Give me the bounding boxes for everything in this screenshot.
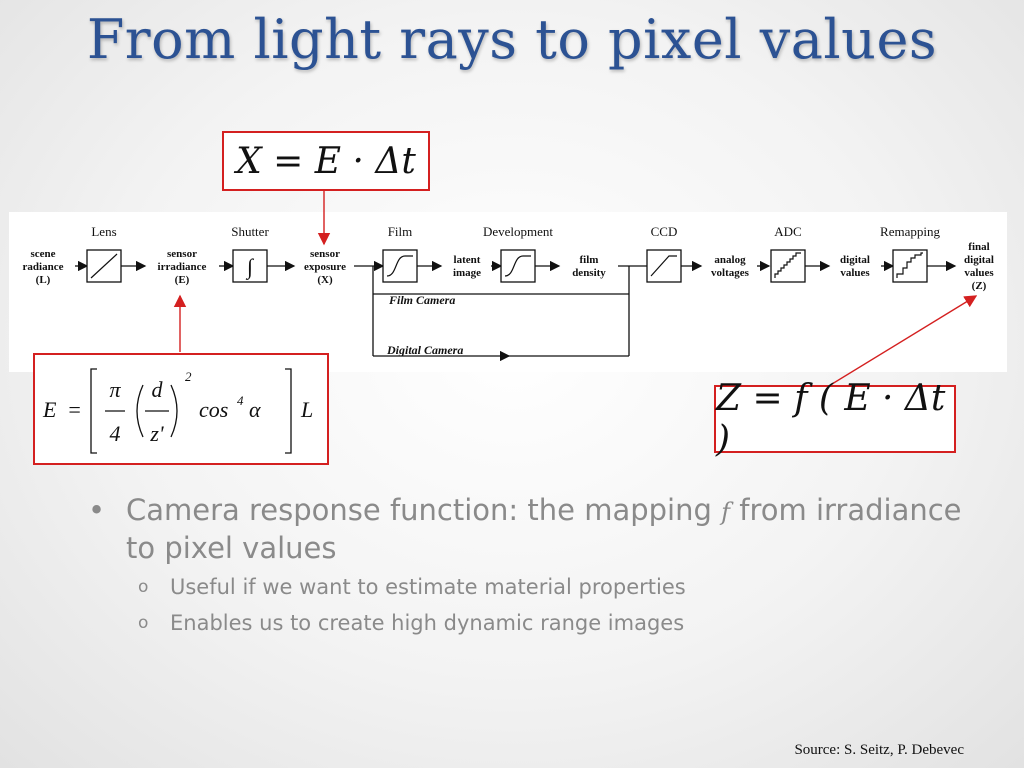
signal-analog-voltages-2: voltages: [711, 267, 750, 279]
irradiance-equation-box: E = π 4 d z' cos α L 2 4: [33, 353, 329, 465]
eq-right-bracket: [285, 368, 292, 454]
integral-icon: ∫: [245, 254, 255, 280]
signal-final-values-1: final: [968, 241, 989, 253]
signal-film-density-1: film: [580, 254, 599, 266]
bullet-sub-2-text: Enables us to create high dynamic range …: [170, 611, 685, 635]
eq-left-bracket: [90, 368, 97, 454]
signal-sensor-exposure-2: exposure: [304, 261, 346, 273]
development-box: [500, 249, 536, 283]
stage-film-label: Film: [388, 224, 413, 239]
bullet-main-text-post: from irradiance to pixel values: [126, 493, 962, 565]
signal-sensor-exposure-1: sensor: [310, 248, 340, 260]
stage-shutter-label: Shutter: [231, 224, 269, 239]
film-camera-label: Film Camera: [388, 293, 455, 307]
stage-ccd-label: CCD: [651, 224, 678, 239]
eq-right-paren: [170, 384, 178, 438]
signal-sensor-irradiance-3: (E): [175, 274, 190, 286]
exposure-equation: X = E · Δt: [236, 140, 416, 182]
signal-latent-image-1: latent: [454, 254, 481, 266]
eq-pi: π: [109, 377, 121, 402]
exposure-equation-box: X = E · Δt: [222, 131, 430, 191]
stage-remapping-label: Remapping: [880, 224, 940, 239]
signal-digital-values-1: digital: [840, 254, 870, 266]
sub-bullet-circle-icon: o: [138, 577, 149, 597]
stage-adc-label: ADC: [774, 224, 801, 239]
response-equation-box: Z = f ( E · Δt ): [714, 378, 956, 460]
stage-development-label: Development: [483, 224, 553, 239]
eq-d: d: [152, 377, 164, 402]
eq-four: 4: [110, 421, 121, 446]
bullet-main-text-pre: Camera response function: the mapping: [126, 493, 712, 527]
bullet-main-var: f: [721, 498, 731, 526]
eq-cos-power: 4: [237, 393, 244, 408]
source-citation: Source: S. Seitz, P. Debevec: [794, 742, 964, 758]
bullet-sub-2: o Enables us to create high dynamic rang…: [88, 608, 968, 638]
signal-sensor-exposure-3: (X): [317, 274, 333, 286]
pipeline-svg: ∫ Lens Shutter Film Development CCD ADC …: [23, 224, 994, 362]
eq-square: 2: [185, 369, 192, 384]
signal-digital-values-2: values: [840, 267, 870, 279]
bullet-sub-1: o Useful if we want to estimate material…: [88, 572, 968, 602]
irradiance-equation: E = π 4 d z' cos α L 2 4: [42, 368, 313, 454]
eq-l: L: [300, 397, 313, 422]
response-equation: Z = f ( E · Δt ): [716, 378, 946, 460]
bullet-sub-1-text: Useful if we want to estimate material p…: [170, 575, 686, 599]
eq-alpha: α: [249, 397, 261, 422]
signal-final-values-4: (Z): [972, 280, 987, 292]
eq-cos: cos: [199, 397, 228, 422]
digital-camera-label: Digital Camera: [386, 343, 463, 357]
stage-lens-label: Lens: [91, 224, 116, 239]
signal-scene-radiance-1: scene: [30, 248, 55, 260]
adc-box: [770, 249, 806, 283]
signal-scene-radiance-2: radiance: [23, 261, 64, 273]
eq-z-prime: z': [149, 421, 164, 446]
shutter-box: [232, 249, 268, 283]
bullet-dot-icon: •: [88, 493, 106, 527]
signal-final-values-2: digital: [964, 254, 994, 266]
eq-e-symbol: E: [42, 397, 57, 422]
ccd-box: [646, 249, 682, 283]
eq-left-paren: [136, 384, 144, 438]
signal-sensor-irradiance-2: irradiance: [158, 261, 207, 273]
sub-bullet-circle-icon: o: [138, 613, 149, 633]
film-box: [382, 249, 418, 283]
bullet-main: • Camera response function: the mapping …: [88, 492, 968, 566]
signal-latent-image-2: image: [453, 267, 481, 279]
signal-analog-voltages-1: analog: [714, 254, 746, 266]
imaging-pipeline-diagram: ∫ Lens Shutter Film Development CCD ADC …: [9, 212, 1007, 372]
remapping-box: [892, 249, 928, 283]
signal-final-values-3: values: [964, 267, 994, 279]
signal-film-density-2: density: [572, 267, 606, 279]
signal-scene-radiance-3: (L): [36, 274, 51, 286]
slide-title: From light rays to pixel values: [86, 8, 938, 71]
eq-equals: =: [67, 397, 82, 422]
bullet-list: • Camera response function: the mapping …: [88, 492, 968, 638]
signal-sensor-irradiance-1: sensor: [167, 248, 197, 260]
